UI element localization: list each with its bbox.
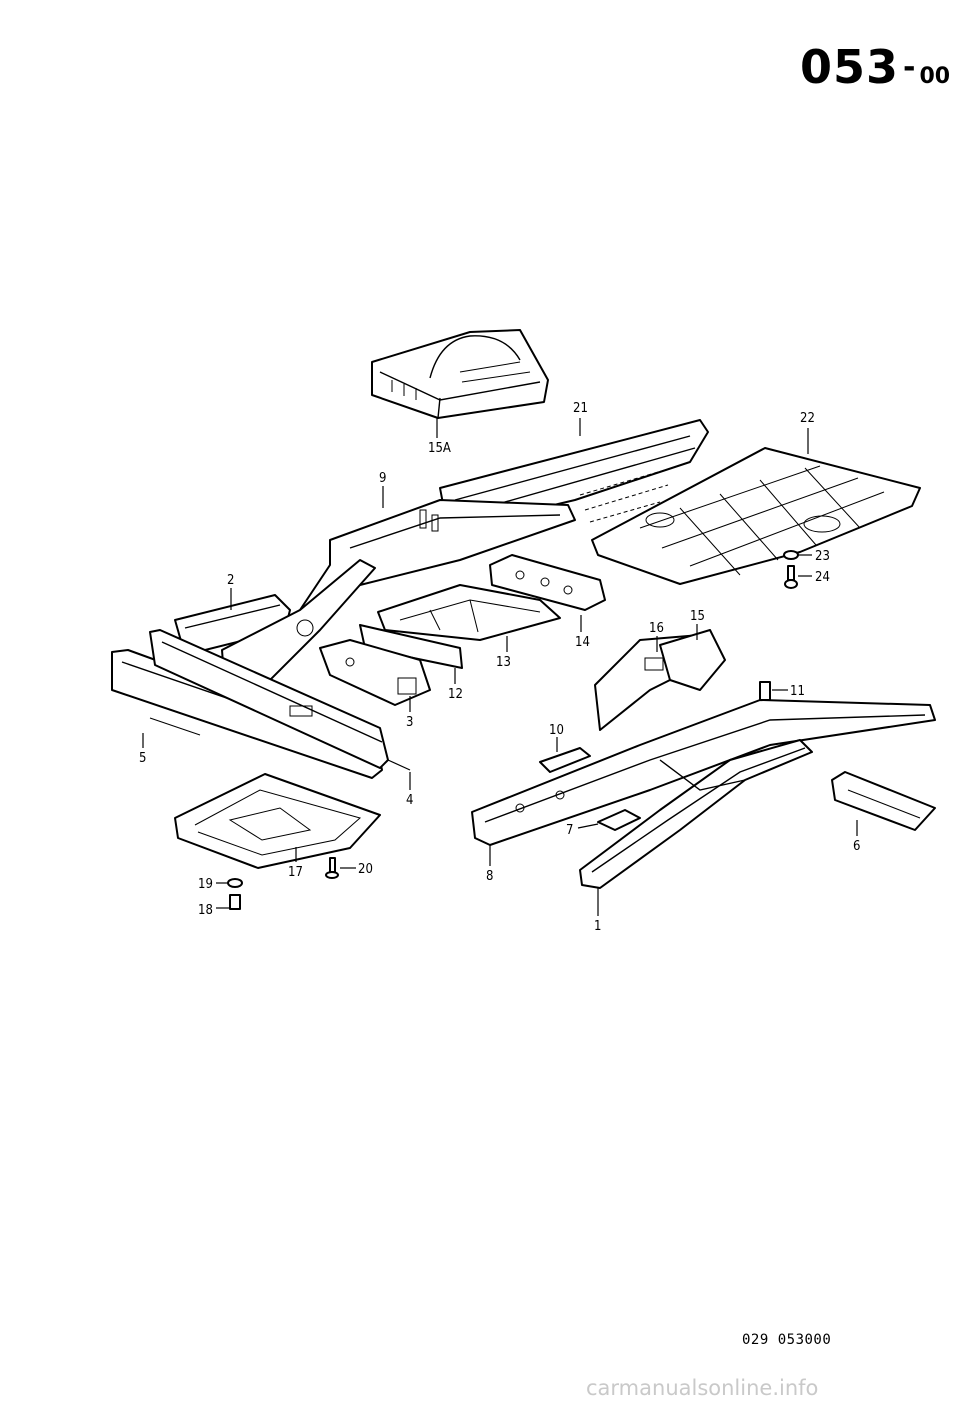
- label-part-24: 24: [815, 570, 830, 585]
- page-section-code: 053-00: [800, 40, 950, 94]
- label-part-20: 20: [358, 862, 373, 877]
- label-part-10: 10: [549, 723, 564, 738]
- label-part-11: 11: [790, 684, 805, 699]
- section-code-sub: 00: [919, 64, 951, 89]
- part-17-drawing: [174, 773, 381, 869]
- part-1-drawing: [579, 739, 813, 889]
- label-part-14: 14: [575, 635, 590, 650]
- label-part-1: 1: [594, 919, 601, 934]
- part-12-drawing: [359, 624, 463, 669]
- label-part-3: 3: [406, 715, 413, 730]
- part-22-drawing: [591, 447, 921, 585]
- site-watermark: carmanualsonline.info: [586, 1376, 819, 1400]
- label-part-15: 15: [690, 609, 705, 624]
- label-part-22: 22: [800, 411, 815, 426]
- label-part-6: 6: [853, 839, 860, 854]
- section-code-main: 053: [800, 40, 900, 94]
- label-part-4: 4: [406, 793, 413, 808]
- part-8-drawing: [471, 699, 936, 846]
- part-24-bolt-drawing: [784, 565, 812, 589]
- label-part-18: 18: [198, 903, 213, 918]
- label-part-9: 9: [379, 471, 386, 486]
- part-7-drawing: [577, 809, 641, 831]
- label-part-8: 8: [486, 869, 493, 884]
- part-19-washer-drawing: [216, 878, 243, 888]
- part-6-drawing: [831, 771, 936, 831]
- part-10-drawing: [539, 747, 591, 773]
- diagram-reference-number: 029 053000: [742, 1332, 832, 1348]
- part-20-screw-drawing: [325, 857, 356, 879]
- part-15-drawing: [659, 629, 726, 691]
- label-part-13: 13: [496, 655, 511, 670]
- label-part-12: 12: [448, 687, 463, 702]
- label-part-17: 17: [288, 865, 303, 880]
- part-3-drawing: [319, 639, 431, 706]
- section-code-separator: -: [903, 50, 916, 85]
- label-part-16: 16: [649, 621, 664, 636]
- part-15a-drawing: [371, 329, 549, 419]
- label-part-21: 21: [573, 401, 588, 416]
- label-part-5: 5: [139, 751, 146, 766]
- label-part-19: 19: [198, 877, 213, 892]
- label-part-2: 2: [227, 573, 234, 588]
- part-9-drawing: [299, 499, 576, 611]
- label-part-15a: 15A: [428, 441, 451, 456]
- part-14-drawing: [489, 554, 606, 611]
- label-part-23: 23: [815, 549, 830, 564]
- part-23-washer-drawing: [783, 550, 812, 560]
- part-18-nut-drawing: [216, 894, 241, 910]
- leader-4a: [387, 759, 411, 771]
- part-11-drawing: [759, 681, 788, 701]
- label-part-7: 7: [566, 823, 573, 838]
